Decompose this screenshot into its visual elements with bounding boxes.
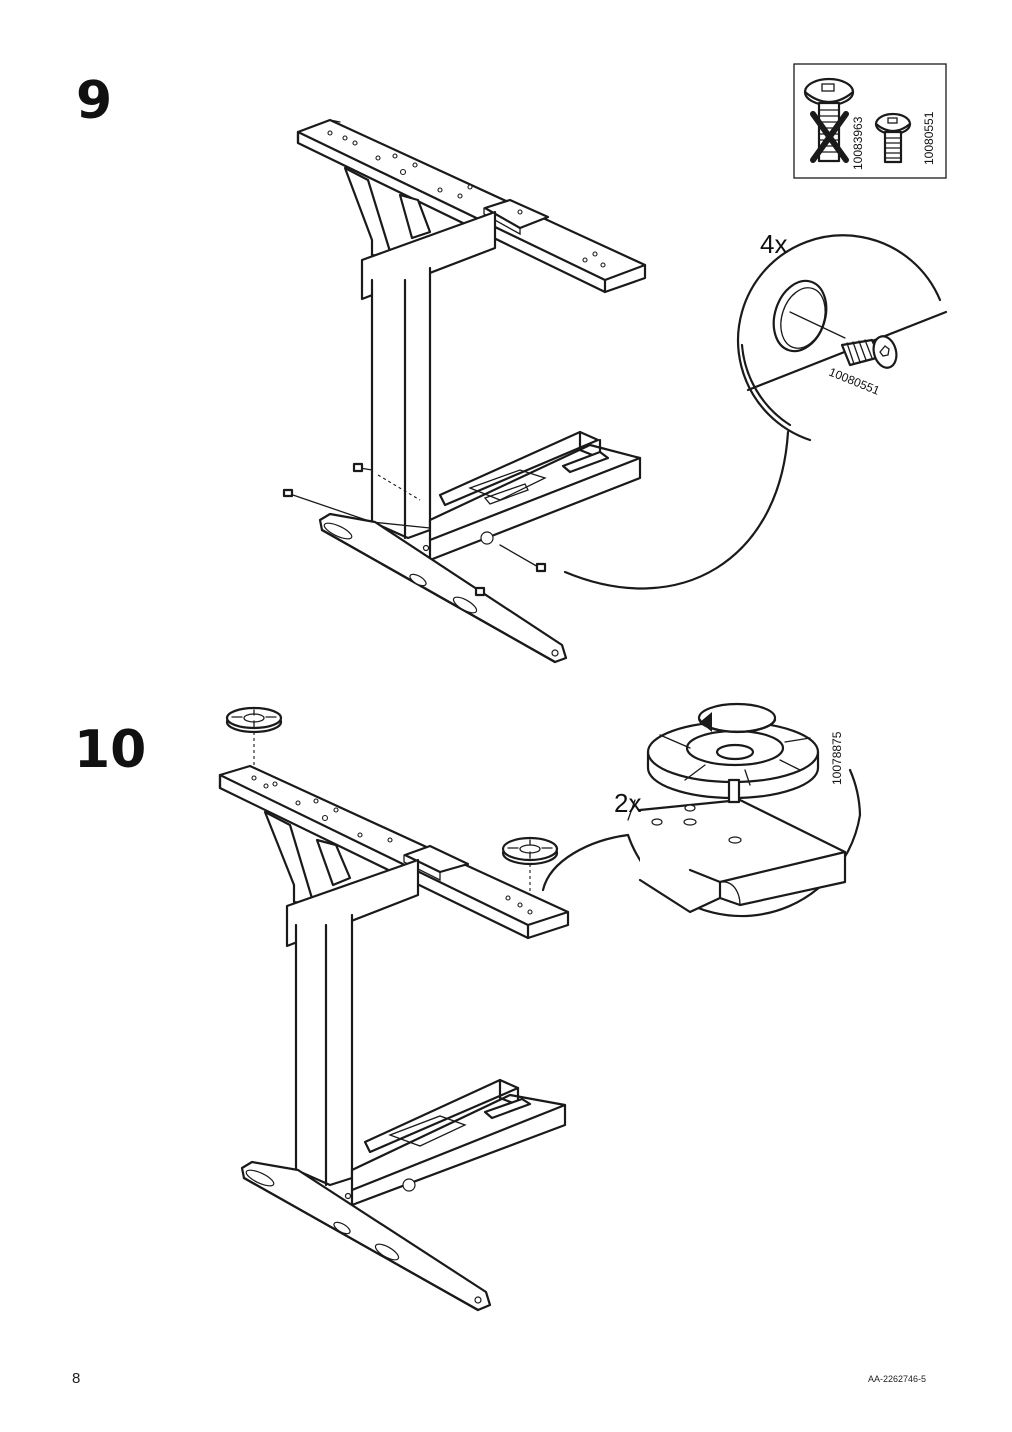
foot-glider-icon [646, 720, 820, 804]
screw-icon [840, 335, 898, 369]
step-number-10: 10 [74, 720, 147, 780]
quantity-label-2x: 2x [614, 788, 641, 818]
part-number-10083963: 10083963 [851, 116, 865, 170]
screw-comparison-box: 10083963 10080551 [793, 63, 947, 179]
step-number-9: 9 [76, 71, 113, 131]
crossed-out-screw-icon [803, 77, 855, 163]
quantity-label-4x: 4x [760, 229, 787, 259]
screw-icon [282, 488, 373, 523]
table-leg-frame [282, 118, 647, 664]
glider-detail-callout: 2x 10078875 [541, 702, 862, 918]
table-leg-frame [218, 764, 570, 1312]
document-id: AA-2262746-5 [868, 1374, 927, 1384]
screw-icon [474, 586, 486, 597]
step-10-illustration: 2x 10078875 [218, 702, 862, 1312]
foot-glider-icon [225, 706, 283, 772]
part-number-10080551: 10080551 [827, 365, 882, 398]
screw-icon [352, 462, 373, 473]
step-9-illustration: 10083963 10080551 4x 10080551 [282, 63, 948, 664]
rotate-arrow-icon [697, 702, 777, 734]
screw-icon [874, 112, 912, 164]
foot-glider-icon [501, 836, 559, 895]
screw-icon [499, 544, 547, 573]
page-number: 8 [72, 1370, 81, 1387]
part-number-10078875: 10078875 [830, 731, 844, 785]
part-number-10080551-box: 10080551 [922, 111, 936, 165]
screw-detail-callout: 4x 10080551 [563, 229, 948, 590]
